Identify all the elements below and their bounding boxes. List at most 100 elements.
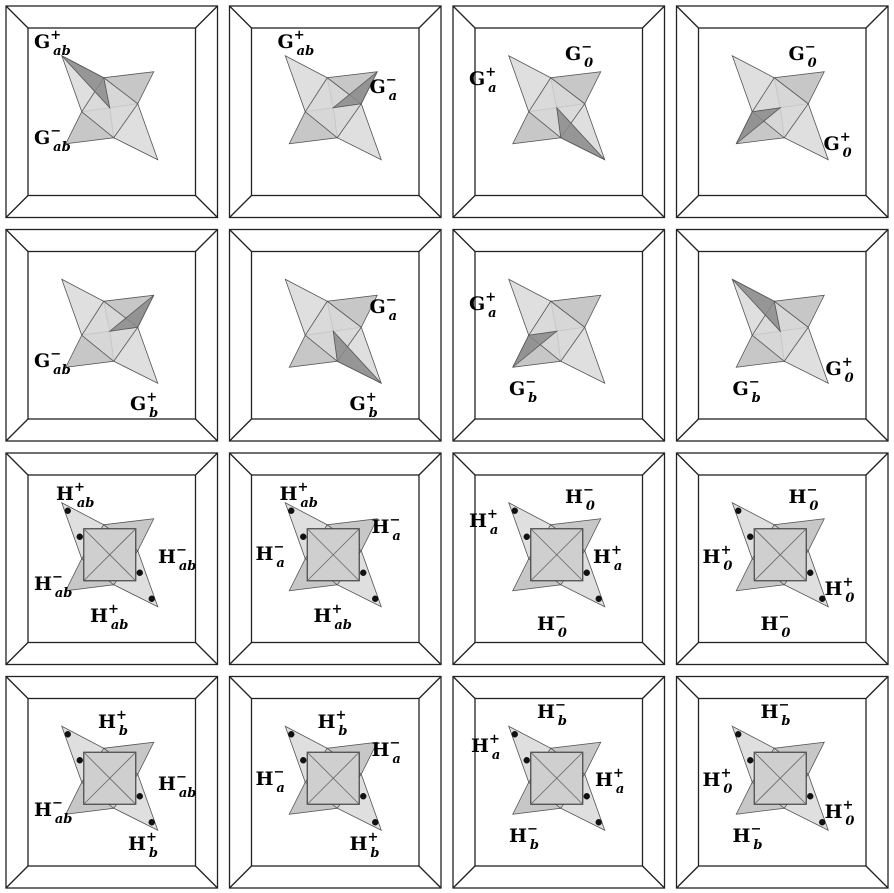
label-base: H — [509, 825, 527, 847]
frame-diagonal — [676, 195, 699, 218]
frame-diagonal — [676, 418, 699, 442]
label-sub: ab — [53, 140, 71, 155]
label-sup: − — [50, 124, 61, 139]
label-sub: a — [389, 89, 397, 104]
frame-diagonal — [452, 642, 476, 665]
panel-label: H−b — [733, 822, 763, 853]
label-sup: + — [366, 390, 377, 405]
label-base: H — [537, 613, 555, 635]
label-base: H — [256, 543, 274, 565]
label-sup: + — [842, 575, 853, 590]
panel-label: G−b — [509, 375, 537, 406]
label-base: H — [825, 801, 843, 823]
label-sup: − — [778, 610, 789, 625]
highlight-face — [331, 71, 378, 109]
panel-label: H+a — [469, 507, 498, 538]
outer-frame — [675, 5, 889, 219]
label-sup: − — [50, 347, 61, 362]
vertex-dot — [511, 731, 518, 738]
frame-diagonal — [195, 418, 218, 442]
label-sup: − — [386, 293, 397, 308]
label-sub: a — [276, 556, 284, 571]
inner-frame — [250, 697, 420, 867]
label-sup: + — [842, 798, 853, 813]
panel-label: H+ab — [314, 602, 352, 633]
panel-label: H−a — [256, 765, 285, 796]
frame-diagonal — [865, 195, 889, 218]
inner-frame — [27, 697, 197, 867]
label-base: G — [824, 133, 840, 155]
label-sub: a — [614, 559, 622, 574]
frame-diagonal — [865, 452, 889, 476]
label-sub: ab — [334, 618, 352, 633]
label-sup: − — [389, 736, 400, 751]
label-base: G — [509, 378, 525, 400]
panel-label: G+ab — [34, 28, 71, 59]
label-sup: − — [389, 513, 400, 528]
cube-edge — [530, 751, 584, 805]
label-sup: + — [720, 543, 731, 558]
outer-frame — [228, 675, 442, 889]
label-base: G — [826, 358, 842, 380]
outer-frame — [452, 452, 666, 666]
panel-label: H−b — [537, 698, 567, 729]
vertex-dot — [583, 793, 590, 800]
label-sup: − — [176, 770, 187, 785]
frame-diagonal — [452, 418, 476, 442]
label-sub: a — [392, 529, 400, 544]
label-sub: ab — [55, 586, 73, 601]
vertex-dot — [595, 595, 602, 602]
cube-edge — [83, 528, 137, 582]
label-base: G — [34, 31, 50, 53]
label-sub: a — [389, 309, 397, 324]
panel-label: G+0 — [824, 130, 852, 161]
frame-diagonal — [676, 642, 699, 665]
outer-frame — [452, 675, 666, 889]
label-sup: + — [146, 830, 157, 845]
inner-frame — [474, 250, 644, 420]
label-sup: + — [74, 480, 85, 495]
panel: H−bH+aH+aH−b — [452, 675, 666, 889]
label-base: H — [733, 825, 751, 847]
panel-label: H−0 — [761, 610, 791, 641]
label-sup: − — [750, 822, 761, 837]
vertex-dot — [747, 757, 754, 764]
label-base: H — [128, 833, 146, 855]
frame-diagonal — [642, 5, 665, 29]
vertex-dot — [148, 595, 155, 602]
panel-label: H+0 — [825, 798, 855, 829]
frame-diagonal — [865, 642, 889, 665]
panel-label: G−ab — [34, 124, 71, 155]
panel-label: H+0 — [703, 766, 733, 797]
frame-diagonal — [452, 452, 476, 476]
panel-label: G+b — [130, 390, 158, 421]
panel-label: H+ab — [90, 602, 128, 633]
frame-diagonal — [452, 5, 476, 29]
label-sup: − — [581, 40, 592, 55]
label-sup: + — [294, 28, 305, 43]
vertex-dot — [136, 793, 143, 800]
vertex-dot — [64, 507, 71, 514]
panel-label: H+ab — [280, 480, 318, 511]
vertex-dot — [300, 533, 307, 540]
label-sub: b — [752, 391, 761, 406]
panel-label: H+a — [595, 766, 624, 797]
panel-label: H−ab — [158, 770, 196, 801]
label-base: G — [350, 393, 366, 415]
frame-diagonal — [452, 676, 476, 699]
label-sub: a — [492, 748, 500, 763]
vertex-dot — [136, 569, 143, 576]
label-sub: 0 — [809, 499, 818, 514]
label-sup: − — [806, 483, 817, 498]
label-base: G — [733, 378, 749, 400]
panel-label: H−0 — [789, 483, 819, 514]
panel-label: H+ab — [56, 480, 94, 511]
panel-label: G−a — [370, 73, 398, 104]
label-sub: a — [392, 752, 400, 767]
frame-diagonal — [418, 195, 442, 218]
outer-frame — [675, 675, 889, 889]
panel: H−0H+0H+0H−0 — [675, 452, 889, 666]
frame-diagonal — [229, 452, 252, 476]
frame-diagonal — [676, 229, 699, 252]
highlight-face — [61, 55, 111, 110]
